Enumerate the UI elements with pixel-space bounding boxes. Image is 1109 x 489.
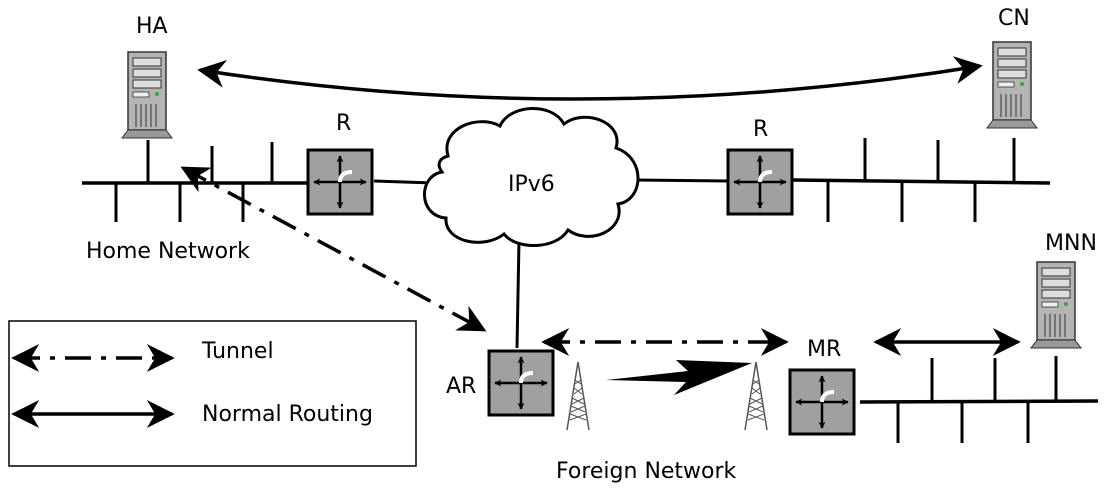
access-router-icon bbox=[489, 351, 553, 415]
link-router-cloud-left bbox=[373, 179, 435, 185]
antenna-tower-icon-ar bbox=[566, 361, 590, 431]
legend: Tunnel Normal Routing bbox=[8, 320, 417, 467]
router-right-label: R bbox=[753, 117, 768, 142]
wireless-link-icon bbox=[606, 360, 752, 395]
mnn-label: MNN bbox=[1045, 231, 1097, 256]
correspondent-node-server-icon bbox=[986, 41, 1038, 129]
cloud-label: IPv6 bbox=[508, 172, 555, 197]
link-router-cloud-right bbox=[631, 178, 729, 183]
cn-label: CN bbox=[998, 6, 1030, 31]
mnn-server-icon bbox=[1030, 261, 1082, 349]
correspondent-network-bus bbox=[791, 138, 1051, 222]
home-network-bus bbox=[82, 140, 310, 222]
mr-label: MR bbox=[807, 337, 841, 362]
link-cloud-ar bbox=[515, 239, 521, 349]
legend-normal-routing-label: Normal Routing bbox=[202, 402, 373, 427]
router-left-icon bbox=[308, 150, 372, 214]
normal-routing-arrow-ha-cn bbox=[197, 56, 983, 101]
router-right-icon bbox=[728, 150, 792, 214]
router-left-label: R bbox=[336, 111, 351, 136]
home-agent-server-icon bbox=[121, 51, 173, 139]
mobile-network-bus bbox=[859, 356, 1099, 443]
ha-label: HA bbox=[136, 14, 168, 39]
tunnel-arrow-ha-ar bbox=[180, 166, 487, 332]
foreign-network-label: Foreign Network bbox=[556, 459, 737, 484]
antenna-tower-icon-mr bbox=[744, 361, 768, 431]
mobile-router-icon bbox=[790, 370, 854, 434]
home-network-label: Home Network bbox=[86, 239, 250, 264]
legend-tunnel-label: Tunnel bbox=[201, 339, 274, 364]
ar-label: AR bbox=[446, 374, 476, 399]
